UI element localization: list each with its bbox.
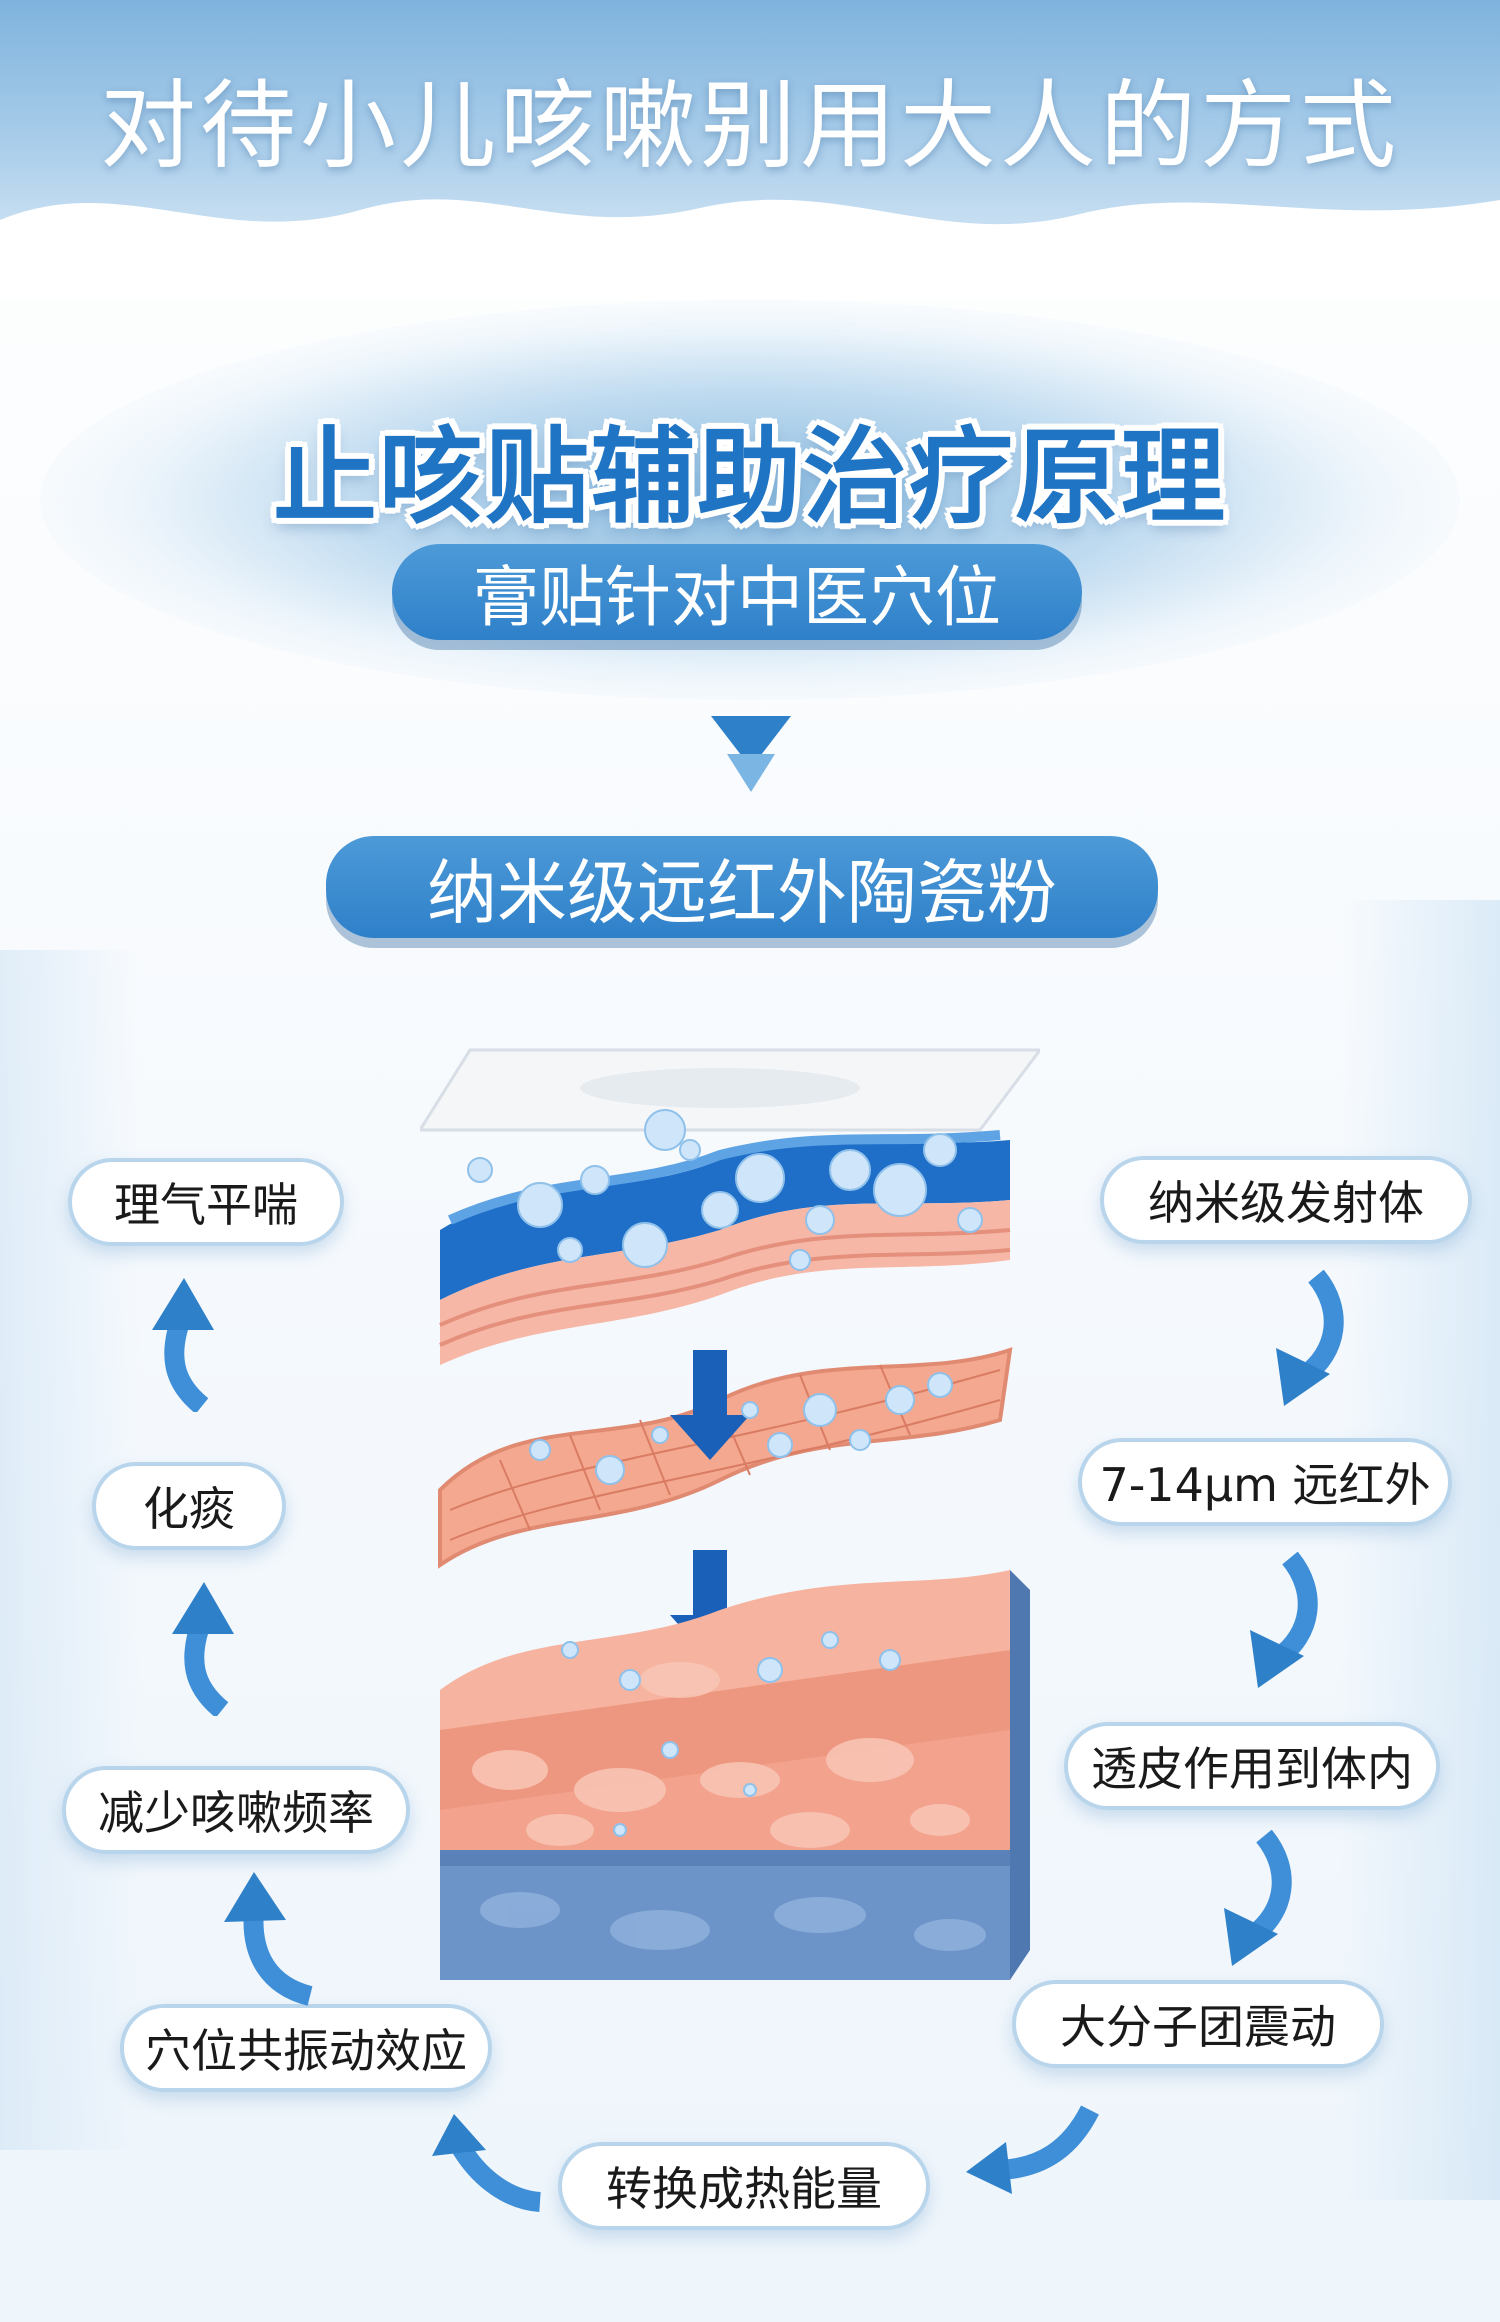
curved-arrow-icon <box>1250 1552 1318 1688</box>
curved-arrow-icon <box>224 1872 313 2006</box>
principle-title: 止咳贴辅助治疗原理 <box>272 416 1227 538</box>
step-reduce-cough: 减少咳嗽频率 <box>62 1766 410 1854</box>
acupoint-subtitle-pill: 膏贴针对中医穴位 <box>392 544 1082 640</box>
patch-layer <box>420 1048 1040 1132</box>
side-mist-left <box>0 950 140 2150</box>
side-mist-right <box>1340 900 1500 2200</box>
curved-arrow-icon <box>966 2105 1099 2194</box>
curved-arrow-icon <box>172 1582 234 1716</box>
step-breathing: 理气平喘 <box>68 1158 344 1246</box>
step-nano-emitter: 纳米级发射体 <box>1100 1156 1472 1244</box>
step-phlegm: 化痰 <box>92 1462 286 1550</box>
step-transdermal: 透皮作用到体内 <box>1064 1722 1440 1810</box>
triangle-down-icon <box>711 716 791 792</box>
curved-arrow-icon <box>152 1278 214 1412</box>
cloud-wave <box>0 199 1500 300</box>
curved-arrow-icon <box>1276 1270 1344 1406</box>
step-molecule-vibration: 大分子团震动 <box>1012 1980 1384 2068</box>
banner-title: 对待小儿咳嗽别用大人的方式 <box>100 70 1400 182</box>
curved-arrow-icon <box>432 2114 542 2212</box>
ceramic-powder-pill: 纳米级远红外陶瓷粉 <box>326 836 1158 938</box>
step-far-infrared: 7-14μm 远红外 <box>1078 1438 1452 1526</box>
step-heat-energy: 转换成热能量 <box>558 2142 930 2230</box>
skin-layers-illustration <box>420 1048 1040 1980</box>
step-acupoint-resonance: 穴位共振动效应 <box>120 2004 492 2092</box>
curved-arrow-icon <box>1224 1830 1292 1966</box>
